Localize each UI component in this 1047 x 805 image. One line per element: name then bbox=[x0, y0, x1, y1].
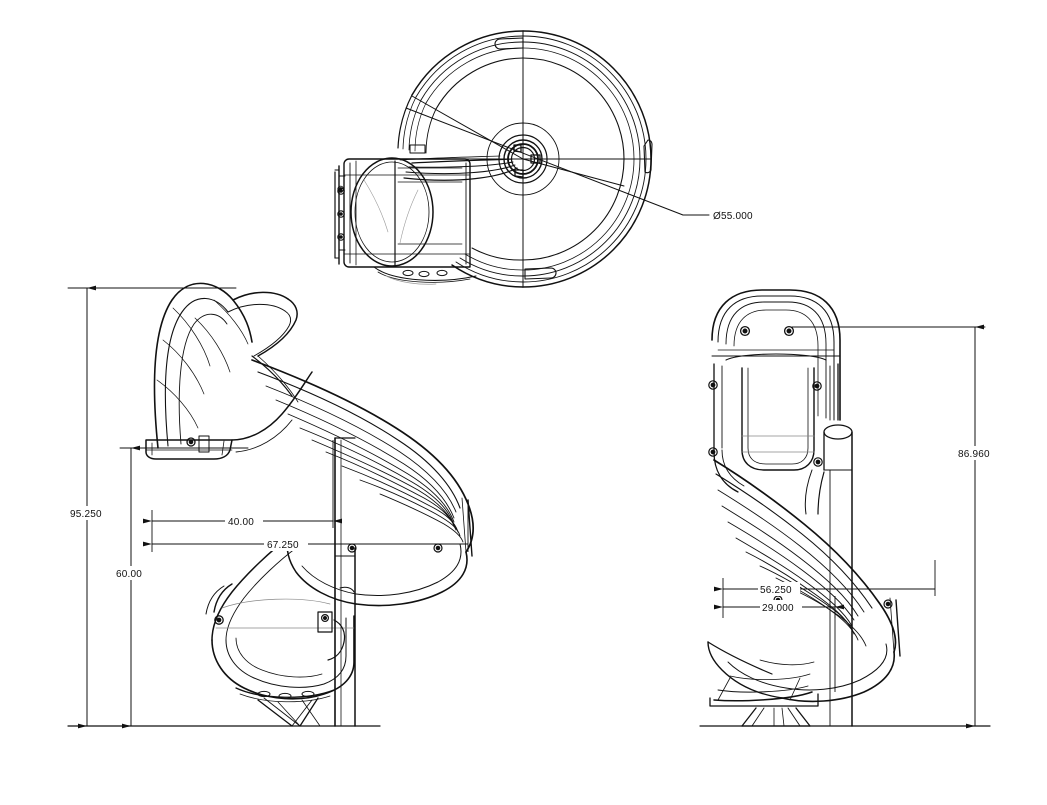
top-diameter-leader bbox=[405, 107, 710, 216]
dim-flume-span-label: 56.250 bbox=[760, 585, 792, 596]
dim-right-overall-height: 86.960 bbox=[956, 324, 998, 729]
right-hood-bolts bbox=[739, 325, 795, 337]
top-slot-features bbox=[409, 37, 653, 280]
dim-inner-width-label: 40.00 bbox=[228, 517, 254, 528]
dim-diameter-label: Ø55.000 bbox=[713, 211, 753, 222]
dim-right-column-offset: 29.000 bbox=[714, 578, 844, 692]
left-flume-outer-edge bbox=[355, 497, 473, 607]
top-capsule-body bbox=[350, 157, 434, 267]
dim-left-overall-height: 95.250 bbox=[68, 285, 108, 729]
view-left-elevation bbox=[67, 282, 474, 727]
dim-left-inner-width: 40.00 bbox=[143, 440, 342, 552]
dim-platform-height-label: 60.00 bbox=[116, 569, 142, 580]
top-flange-plate bbox=[334, 165, 346, 265]
top-bottom-rail bbox=[373, 266, 477, 285]
right-inner-panel bbox=[741, 367, 815, 471]
right-lower-chute bbox=[707, 641, 819, 707]
left-tripod-legs bbox=[257, 697, 321, 727]
dim-column-offset-label: 29.000 bbox=[762, 603, 794, 614]
right-column-cap bbox=[804, 424, 853, 727]
top-radial-leader bbox=[411, 95, 625, 187]
right-side-rails bbox=[708, 363, 839, 493]
dim-right-flume-span: 56.250 bbox=[714, 560, 936, 596]
left-flume-spiral-main bbox=[251, 359, 474, 553]
dim-overall-height-side-label: 86.960 bbox=[958, 449, 990, 460]
dim-left-outer-width: 67.250 bbox=[143, 500, 469, 552]
dim-overall-height-label: 95.250 bbox=[70, 509, 102, 520]
view-top bbox=[334, 30, 710, 288]
dim-outer-width-label: 67.250 bbox=[267, 540, 299, 551]
left-support-column bbox=[334, 437, 356, 727]
left-lower-rail bbox=[205, 583, 346, 661]
left-seat-pan bbox=[235, 687, 335, 703]
left-upper-flume-hood bbox=[153, 282, 298, 449]
top-entry-chamber bbox=[343, 158, 471, 268]
dim-left-platform-height: 60.00 bbox=[114, 445, 150, 729]
